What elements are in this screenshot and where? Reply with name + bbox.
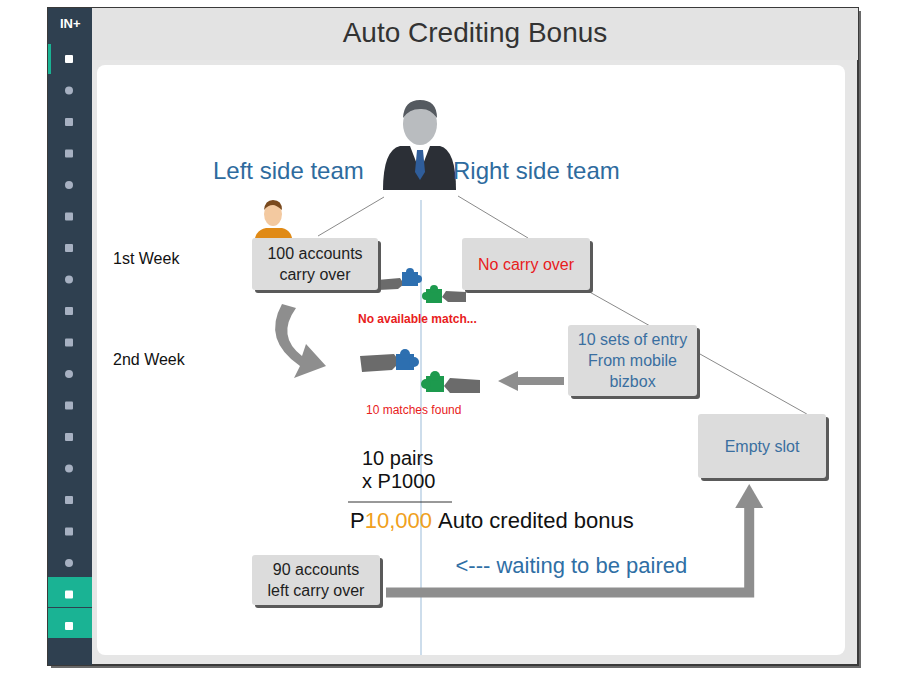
label: Left side team [213,157,364,185]
leader-line [458,196,528,238]
box-text: 10 sets of entry From mobile bizbox [576,329,689,392]
label: 10 matches found [366,403,461,417]
sidebar-icon [65,591,73,599]
sidebar-icon [65,181,73,189]
sidebar-item [48,577,92,607]
sidebar-icon [65,465,73,473]
label: 10 pairs [362,447,433,470]
sidebar-icon [65,244,73,252]
label: No available match... [358,312,477,326]
text-box: 90 accounts left carry over [252,555,380,605]
puzzle-hands [360,349,480,393]
frame [48,8,858,665]
connector-line [386,508,749,593]
arrowhead [735,484,763,508]
label: x P1000 [362,470,435,493]
puzzle-hands [377,268,466,303]
sidebar-icon [65,622,73,630]
text-box: No carry over [462,238,590,290]
text-box: 10 sets of entry From mobile bizbox [568,325,697,396]
label: 10,000 [365,508,432,534]
sidebar-icon [65,402,73,410]
curved-arrow [275,304,326,378]
bonus-total: P10,000Auto credited bonus [350,508,634,534]
label: IN+ [60,16,81,31]
label: Auto credited bonus [438,508,634,534]
sidebar-icons [65,55,73,630]
sidebar-icon [65,496,73,504]
connector [386,484,763,593]
edge-label: <--- waiting to be paired [453,553,689,579]
person-icon [383,100,456,190]
sidebar-icon [65,150,73,158]
entry-arrow [498,371,564,391]
sidebar-icon [65,307,73,315]
leader-line [318,197,384,236]
sidebar-item [48,608,92,638]
text-box: Empty slot [698,414,826,478]
sidebar-icon [65,528,73,536]
sidebar-active [48,44,51,74]
box-text: No carry over [478,254,574,275]
content-panel [97,65,845,655]
sidebar-icon [65,55,73,63]
page-title: Auto Crediting Bonus [92,17,858,49]
box-text: Empty slot [725,436,800,457]
sidebar [48,8,92,665]
sidebar-icon [65,276,73,284]
sidebar-icon [65,370,73,378]
sidebar-icon [65,433,73,441]
center-line [421,200,422,655]
label: 1st Week [113,250,179,268]
sum-line [348,502,452,503]
frame-shadow [51,11,861,668]
sidebar-icon [65,559,73,567]
label: 2nd Week [113,351,185,369]
sidebar-icon [65,118,73,126]
label: P [350,508,365,534]
sidebar-icon [65,213,73,221]
box-text: 90 accounts left carry over [260,559,372,601]
box-text: 100 accounts carry over [260,243,370,285]
text-box: 100 accounts carry over [252,238,378,290]
sidebar-icon [65,339,73,347]
header-bar [92,8,858,60]
sidebar-icon [65,87,73,95]
label: Right side team [453,157,620,185]
